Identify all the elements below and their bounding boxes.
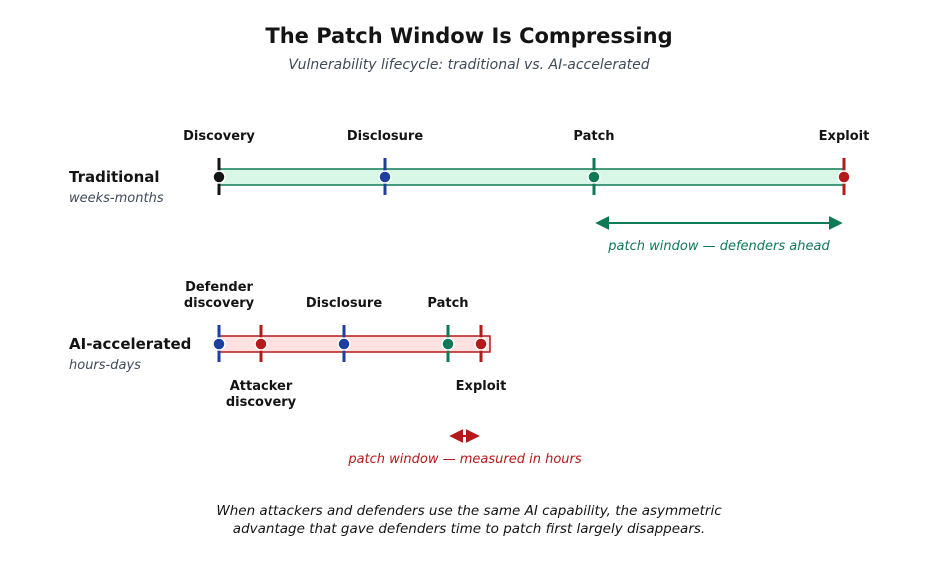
traditional-discovery-label: Discovery <box>183 129 255 144</box>
traditional-lane: Traditional weeks-months Discovery Discl… <box>69 129 869 254</box>
ai-defender-discovery-label-line1: Defender <box>185 280 253 295</box>
traditional-sublabel: weeks-months <box>69 191 164 206</box>
footer-line-2: advantage that gave defenders time to pa… <box>233 521 705 537</box>
ai-patch-label: Patch <box>427 296 468 311</box>
traditional-disclosure-label: Disclosure <box>347 129 423 144</box>
traditional-patch-marker <box>587 170 601 184</box>
traditional-patch-window-note: patch window — defenders ahead <box>607 239 830 254</box>
diagram-title: The Patch Window Is Compressing <box>265 24 672 48</box>
footer-line-1: When attackers and defenders use the sam… <box>216 503 722 519</box>
ai-defender-discovery-marker <box>212 337 226 351</box>
traditional-exploit-marker <box>837 170 851 184</box>
ai-disclosure-marker <box>337 337 351 351</box>
traditional-disclosure-marker <box>378 170 392 184</box>
ai-disclosure-label: Disclosure <box>306 296 382 311</box>
ai-attacker-discovery-label-line1: Attacker <box>230 379 293 394</box>
ai-attacker-discovery-marker <box>254 337 268 351</box>
ai-sublabel: hours-days <box>69 358 141 373</box>
diagram-subtitle: Vulnerability lifecycle: traditional vs.… <box>288 57 649 73</box>
traditional-timeline-bar <box>218 168 845 186</box>
traditional-exploit-label: Exploit <box>819 129 870 144</box>
ai-exploit-marker <box>474 337 488 351</box>
ai-accelerated-lane: AI-accelerated hours-days Defender disco… <box>69 280 582 467</box>
ai-label: AI-accelerated <box>69 335 191 353</box>
ai-patch-marker <box>441 337 455 351</box>
ai-patch-window-note: patch window — measured in hours <box>347 452 582 467</box>
traditional-patch-label: Patch <box>573 129 614 144</box>
traditional-label: Traditional <box>69 168 160 186</box>
traditional-discovery-marker <box>212 170 226 184</box>
ai-defender-discovery-label-line2: discovery <box>184 296 255 311</box>
ai-attacker-discovery-label-line2: discovery <box>226 395 297 410</box>
ai-exploit-label: Exploit <box>456 379 507 394</box>
